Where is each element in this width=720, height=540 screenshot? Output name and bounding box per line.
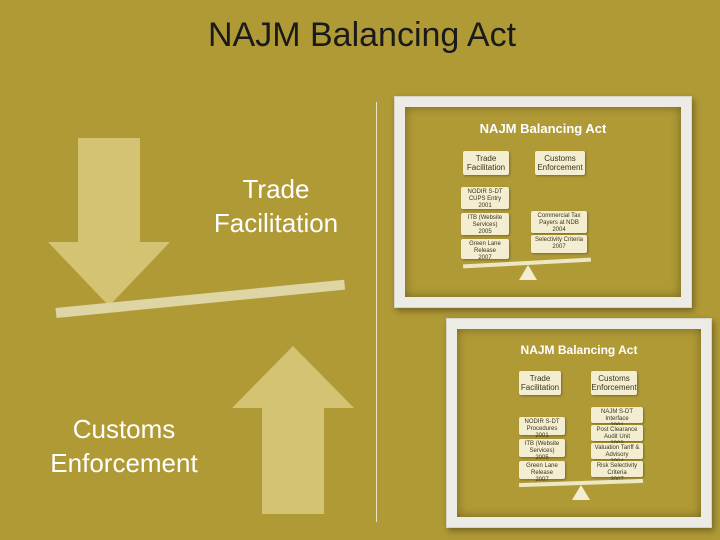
customs-label-line-2: Enforcement — [50, 448, 198, 478]
thumbnail-2-right-item-label: NAJM S-DT Interface — [601, 409, 633, 422]
thumbnail-1-left-item-label: ITB (Website Services) — [467, 215, 503, 228]
trade-facilitation-label: Trade Facilitation — [196, 172, 356, 240]
thumbnail-2-fulcrum-icon — [572, 485, 590, 500]
thumbnail-2-customs-box: Customs Enforcement — [591, 371, 637, 395]
trade-label-line-1: Trade — [242, 174, 310, 204]
slide-thumbnail-2: NAJM Balancing Act Trade Facilitation Cu… — [446, 318, 712, 528]
slide-thumbnail-1: NAJM Balancing Act Trade Facilitation Cu… — [394, 96, 692, 308]
thumbnail-1-left-item-year: 2001 — [478, 203, 492, 209]
thumbnail-2-left-item: Green Lane Release 2007 — [519, 461, 565, 483]
thumbnail-1-left-item-label: NODIR S-DT CUPS Entry — [467, 189, 503, 202]
thumbnail-1-customs-box-label: Customs Enforcement — [537, 154, 583, 172]
thumbnail-1-left-item-label: Green Lane Release — [469, 241, 501, 254]
thumbnail-2-trade-box-label: Trade Facilitation — [520, 374, 560, 392]
thumbnail-1-right-item-label: Selectivity Criteria — [534, 237, 583, 243]
thumbnail-2-left-item-year: 2005 — [535, 455, 549, 461]
thumbnail-1-left-item-year: 2007 — [478, 255, 492, 261]
thumbnail-2-left-item-label: ITB (Website Services) — [524, 441, 560, 454]
thumbnail-2-right-item: Post Clearance Audit Unit 2003 — [591, 425, 643, 447]
customs-label-line-1: Customs — [72, 414, 176, 444]
thumbnail-1-left-item: NODIR S-DT CUPS Entry 2001 — [461, 187, 509, 209]
thumbnail-2-right-item: Risk Selectivity Criteria 2007 — [591, 461, 643, 483]
thumbnail-2-title: NAJM Balancing Act — [520, 343, 638, 357]
thumbnail-2-right-item-label: Risk Selectivity Criteria — [596, 463, 638, 476]
thumbnail-2-right-item-label: Valuation Tariff & Advisory — [594, 445, 640, 458]
slide-title: NAJM Balancing Act — [0, 16, 720, 55]
thumbnail-1-title: NAJM Balancing Act — [479, 121, 607, 136]
customs-enforcement-label: Customs Enforcement — [24, 412, 224, 480]
thumbnail-2-left-item-year: 2001 — [535, 433, 549, 439]
down-arrow-icon — [48, 138, 170, 306]
thumbnail-1-customs-box: Customs Enforcement — [535, 151, 585, 175]
thumbnail-1-left-item: ITB (Website Services) 2005 — [461, 213, 509, 235]
thumbnail-1-content: NAJM Balancing Act Trade Facilitation Cu… — [405, 107, 681, 297]
slide-title-text: NAJM Balancing Act — [207, 16, 517, 54]
thumbnail-2-left-item: ITB (Website Services) 2005 — [519, 439, 565, 461]
thumbnail-1-right-item: Selectivity Criteria 2007 — [531, 235, 587, 253]
thumbnail-1-trade-box: Trade Facilitation — [463, 151, 509, 175]
thumbnail-2-content: NAJM Balancing Act Trade Facilitation Cu… — [457, 329, 701, 517]
trade-label-line-2: Facilitation — [213, 208, 339, 238]
thumbnail-1-trade-box-label: Trade Facilitation — [466, 154, 506, 172]
thumbnail-2-right-item: Valuation Tariff & Advisory 2004 — [591, 443, 643, 465]
thumbnail-2-left-item-label: NODIR S-DT Procedures — [524, 419, 560, 432]
thumbnail-2-right-item: NAJM S-DT Interface 2001 — [591, 407, 643, 429]
thumbnail-1-right-item: Commercial Tax Payers at NDB 2004 — [531, 211, 587, 233]
thumbnail-2-left-item-label: Green Lane Release — [526, 463, 558, 476]
vertical-divider — [376, 102, 377, 522]
up-arrow-icon — [232, 346, 354, 514]
thumbnail-1-left-item: Green Lane Release 2007 — [461, 239, 509, 261]
thumbnail-1-right-item-label: Commercial Tax Payers at NDB — [537, 213, 581, 226]
thumbnail-1-right-item-year: 2007 — [552, 244, 566, 250]
thumbnail-2-right-item-label: Post Clearance Audit Unit — [596, 427, 638, 440]
thumbnail-2-customs-box-label: Customs Enforcement — [591, 374, 637, 392]
thumbnail-2-trade-box: Trade Facilitation — [519, 371, 561, 395]
thumbnail-1-right-item-year: 2004 — [552, 227, 566, 233]
thumbnail-1-fulcrum-icon — [519, 265, 537, 280]
thumbnail-2-left-item-year: 2007 — [535, 477, 549, 483]
thumbnail-2-left-item: NODIR S-DT Procedures 2001 — [519, 417, 565, 439]
thumbnail-1-left-item-year: 2005 — [478, 229, 492, 235]
